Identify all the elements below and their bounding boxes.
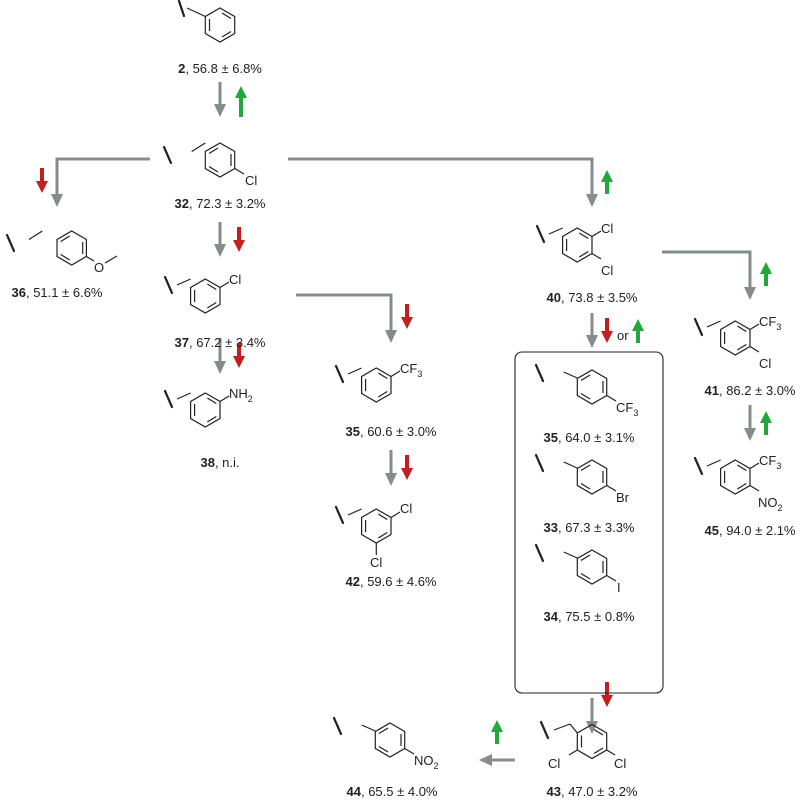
trend-down-arrow bbox=[401, 455, 413, 480]
molecule-36: O bbox=[5, 230, 118, 275]
trifluoromethyl-label: CF3 bbox=[616, 400, 638, 418]
chloro-label: Cl bbox=[601, 221, 613, 236]
molecule-41: CF3 Cl bbox=[693, 314, 781, 371]
compound-label-35b: 35, 64.0 ± 3.1% bbox=[544, 430, 635, 445]
molecule-43: Cl Cl bbox=[539, 720, 626, 771]
compound-labels: 2, 56.8 ± 6.8% 32, 72.3 ± 3.2% 36, 51.1 … bbox=[12, 61, 796, 799]
substituent-group-box bbox=[514, 351, 664, 694]
trend-down-arrow bbox=[36, 168, 48, 193]
trend-up-arrow bbox=[760, 262, 772, 286]
flow-arrow-37-to-35 bbox=[296, 293, 397, 343]
bromo-label: Br bbox=[616, 490, 630, 505]
molecule-32: Cl bbox=[162, 142, 257, 188]
molecule-45: CF3 NO2 bbox=[693, 453, 783, 513]
compound-label-40: 40, 73.8 ± 3.5% bbox=[547, 290, 638, 305]
molecule-35b: CF3 bbox=[534, 363, 638, 418]
flow-arrow-35-to-42 bbox=[385, 450, 397, 486]
compound-label-41: 41, 86.2 ± 3.0% bbox=[705, 383, 796, 398]
trend-down-arrow bbox=[401, 304, 413, 329]
nitro-label: NO2 bbox=[414, 753, 439, 771]
flow-arrow-box-to-43 bbox=[586, 698, 598, 734]
oxygen-label: O bbox=[94, 260, 104, 275]
molecule-44: NO2 bbox=[332, 716, 439, 771]
trend-down-arrow bbox=[601, 682, 613, 707]
compound-label-44: 44, 65.5 ± 4.0% bbox=[347, 784, 438, 799]
flow-arrow-40-to-41 bbox=[662, 250, 756, 300]
molecule-35a: CF3 bbox=[334, 361, 422, 403]
chloro-label: Cl bbox=[614, 756, 626, 771]
compound-label-37: 37, 67.2 ± 3.4% bbox=[175, 335, 266, 350]
trend-down-arrow bbox=[601, 318, 613, 343]
trifluoromethyl-label: CF3 bbox=[759, 314, 781, 332]
trend-arrows: or bbox=[36, 86, 772, 744]
compound-label-45: 45, 94.0 ± 2.1% bbox=[705, 523, 796, 538]
molecule-42: Cl Cl bbox=[334, 501, 412, 570]
chloro-label: Cl bbox=[548, 756, 560, 771]
compound-label-34: 34, 75.5 ± 0.8% bbox=[544, 609, 635, 624]
compound-label-35a: 35, 60.6 ± 3.0% bbox=[346, 424, 437, 439]
flow-arrows bbox=[51, 82, 756, 766]
chloro-label: Cl bbox=[229, 272, 241, 287]
compound-label-2: 2, 56.8 ± 6.8% bbox=[178, 61, 262, 76]
flow-arrow-37-to-38 bbox=[214, 338, 226, 374]
nitro-label: NO2 bbox=[758, 495, 783, 513]
molecule-40: Cl Cl bbox=[535, 221, 613, 278]
trend-up-arrow bbox=[760, 411, 772, 435]
compound-label-36: 36, 51.1 ± 6.6% bbox=[12, 285, 103, 300]
trend-down-arrow bbox=[233, 343, 245, 368]
compound-label-33: 33, 67.3 ± 3.3% bbox=[544, 520, 635, 535]
iodo-label: I bbox=[617, 580, 621, 595]
molecule-2 bbox=[177, 0, 236, 43]
molecule-37: Cl bbox=[163, 272, 241, 314]
trend-up-arrow bbox=[491, 720, 503, 744]
chloro-label: Cl bbox=[759, 356, 771, 371]
trend-down-arrow bbox=[233, 227, 245, 252]
trifluoromethyl-label: CF3 bbox=[759, 453, 781, 471]
flow-arrow-40-to-box bbox=[586, 313, 598, 348]
chloro-label: Cl bbox=[601, 263, 613, 278]
compound-label-38: 38, n.i. bbox=[200, 455, 239, 470]
compound-label-43: 43, 47.0 ± 3.2% bbox=[547, 784, 638, 799]
molecule-34: I bbox=[534, 543, 621, 595]
trend-up-arrow bbox=[601, 170, 613, 194]
flow-arrow-32-to-40 bbox=[288, 157, 598, 207]
compound-label-42: 42, 59.6 ± 4.6% bbox=[346, 574, 437, 589]
molecule-38: NH2 bbox=[163, 386, 253, 428]
chloro-label: Cl bbox=[400, 501, 412, 516]
flow-arrow-32-to-36 bbox=[51, 157, 150, 207]
chloro-label: Cl bbox=[370, 555, 382, 570]
chloro-label: Cl bbox=[245, 173, 257, 188]
trend-up-arrow bbox=[235, 86, 247, 117]
trifluoromethyl-label: CF3 bbox=[400, 361, 422, 379]
flow-arrow-2-to-32 bbox=[214, 82, 226, 117]
flow-arrow-41-to-45 bbox=[744, 405, 756, 441]
trend-up-arrow bbox=[632, 319, 644, 343]
flow-arrow-32-to-37 bbox=[214, 222, 226, 257]
amino-label: NH2 bbox=[229, 386, 253, 404]
flow-arrow-43-to-44 bbox=[479, 754, 515, 766]
molecule-33: Br bbox=[534, 453, 630, 505]
compound-label-32: 32, 72.3 ± 3.2% bbox=[175, 196, 266, 211]
or-label: or bbox=[617, 328, 629, 343]
